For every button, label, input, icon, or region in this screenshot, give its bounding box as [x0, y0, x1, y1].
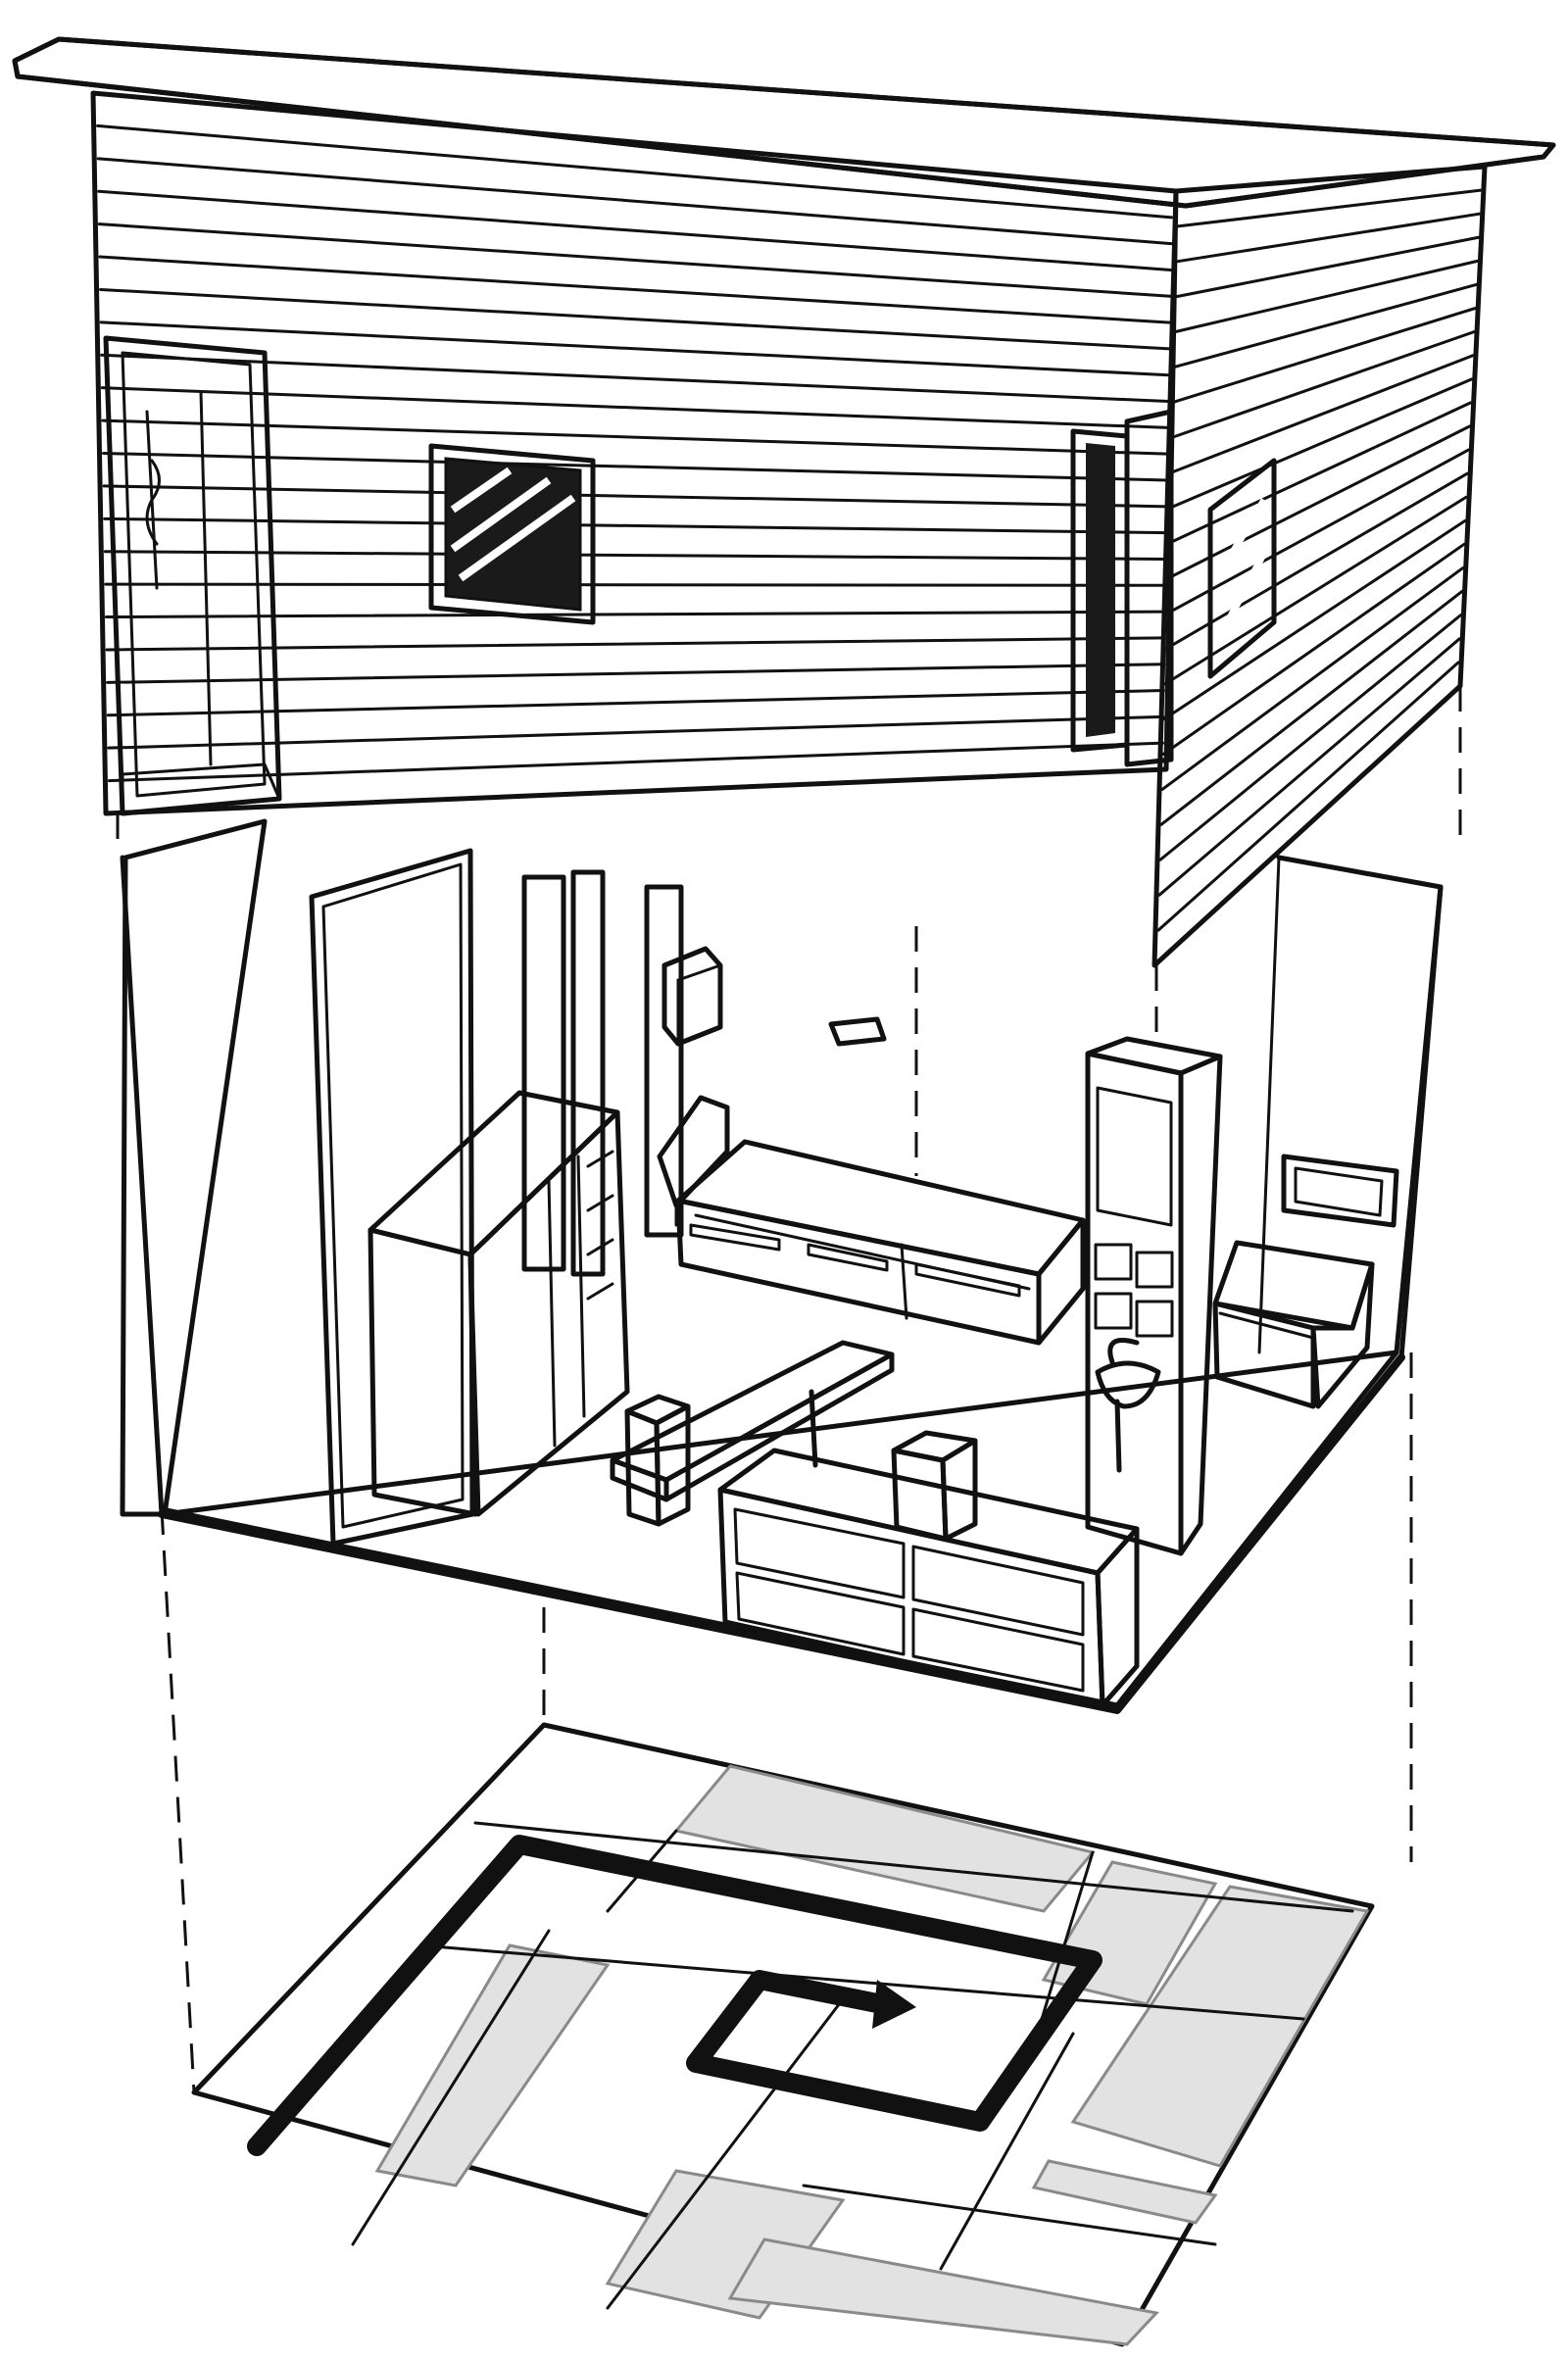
wall-cabinet [662, 946, 723, 1047]
front-wall [90, 90, 1179, 816]
plank-line [1166, 424, 1471, 580]
plank-line [1172, 282, 1478, 369]
wall-lamp [828, 1016, 887, 1047]
plank-line [104, 582, 1167, 587]
plank-line [101, 418, 1169, 456]
plank-line [99, 287, 1171, 351]
plank-line [106, 689, 1165, 717]
corner-post [1124, 409, 1174, 767]
plank-line [100, 353, 1170, 404]
roof-edge [12, 36, 1556, 209]
front-wall-planks [96, 123, 1174, 783]
plank-line [99, 320, 1171, 377]
plank-line [1156, 661, 1460, 932]
plank-line [102, 484, 1169, 509]
partition-panel [309, 848, 475, 1547]
dashed-guide-lines [116, 686, 1462, 2093]
column-post [521, 874, 566, 1272]
left-wall-panel [120, 818, 268, 1517]
arrow-spiral-icon [247, 1835, 1102, 2156]
zone-right-bottom [1031, 2159, 1218, 2225]
plank-line [1175, 212, 1482, 264]
plank-line [107, 741, 1164, 783]
plank-line [96, 157, 1173, 246]
plank-line [1165, 448, 1470, 615]
plank-line [1167, 401, 1473, 545]
floor-plan-layer [191, 1722, 1375, 2347]
zone-front-wide [727, 2237, 1159, 2346]
plank-line [1164, 471, 1469, 651]
plank-line [1159, 590, 1464, 826]
front-window [428, 443, 596, 625]
interior-layer [120, 818, 1444, 1714]
plank-line [1170, 330, 1476, 439]
plank-line [106, 663, 1166, 684]
plank-line [97, 189, 1173, 271]
open-shelving [717, 1448, 1140, 1708]
plank-line [1173, 259, 1479, 334]
house-shell-layer [12, 36, 1556, 968]
plank-line [1161, 542, 1466, 757]
plank-line [103, 550, 1168, 561]
plank-line [1176, 188, 1483, 228]
side-cabinet [1212, 1240, 1375, 1409]
plank-line [1174, 235, 1481, 299]
plank-line [1163, 495, 1468, 686]
plank-line [1168, 377, 1474, 510]
plank-line [96, 123, 1174, 220]
side-window [1207, 458, 1277, 679]
plank-line [103, 516, 1168, 535]
plank-line [104, 610, 1167, 619]
wardrobe [368, 1090, 630, 1517]
floor-edge [158, 1353, 1405, 1714]
side-wall-planks [1156, 188, 1483, 932]
column-post-2 [644, 884, 684, 1238]
room-floor [159, 1350, 1399, 1708]
sink-basin [1095, 1338, 1161, 1473]
plank-line [1157, 637, 1461, 897]
plank-line [107, 714, 1165, 750]
plank-line [97, 222, 1172, 298]
plank-line [1160, 566, 1465, 791]
plank-line [1171, 307, 1477, 404]
plank-line [1169, 354, 1475, 474]
wall-niche [1281, 1154, 1399, 1228]
tall-cabinet [1085, 1036, 1223, 1556]
zone-right [1070, 1885, 1370, 2168]
side-wall [1152, 164, 1488, 968]
bench-bed [675, 1139, 1086, 1346]
desk [610, 1340, 895, 1502]
plank-line [1162, 518, 1467, 721]
door-opening [103, 335, 282, 816]
plan-grid [351, 1821, 1354, 2310]
stool-left [624, 1394, 691, 1527]
plank-line [1158, 614, 1462, 861]
plank-line [102, 452, 1169, 482]
plank-line [98, 255, 1172, 324]
plank-line [100, 386, 1170, 429]
right-wall [1276, 855, 1444, 1355]
plank-line [105, 636, 1166, 652]
